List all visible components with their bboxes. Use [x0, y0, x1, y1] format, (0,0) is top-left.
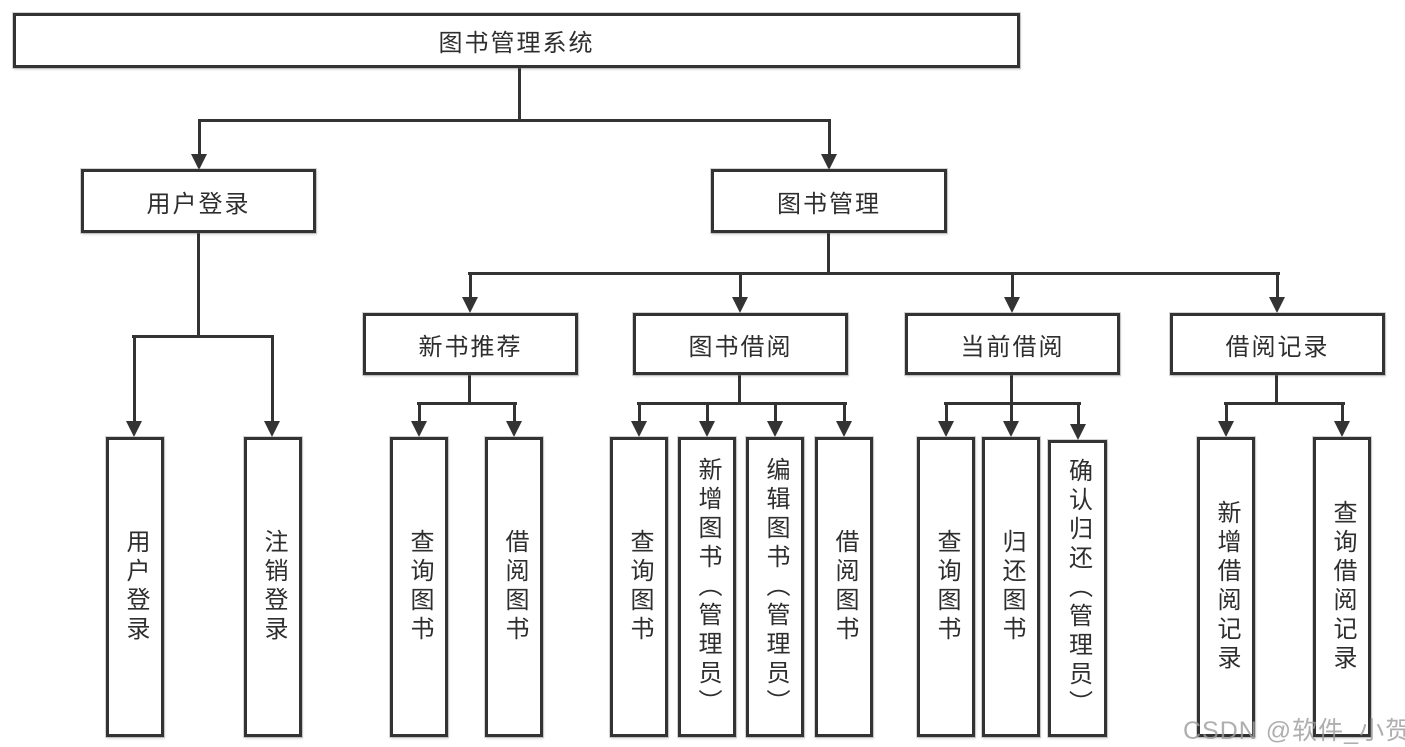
node-cb-return-books-label: 归还图书 [998, 529, 1025, 645]
node-nr-query-books-label: 查询图书 [406, 529, 433, 645]
node-cb-query-books-label: 查询图书 [933, 529, 960, 645]
arrow-down-icon [506, 402, 522, 437]
arrow-down-icon [1003, 402, 1019, 437]
node-br-query-record: 查询借阅记录 [1313, 437, 1371, 737]
node-root: 图书管理系统 [13, 13, 1020, 68]
node-ul-user-login: 用户登录 [106, 437, 164, 737]
connector-line [197, 231, 200, 338]
node-book-management-label: 图书管理 [777, 190, 881, 218]
node-book-borrowing: 图书借阅 [633, 313, 848, 375]
node-cb-confirm-return: 确认归还（管理员） [1048, 440, 1107, 737]
arrow-down-icon [264, 335, 280, 437]
arrow-down-icon [732, 272, 748, 313]
arrow-down-icon [821, 119, 837, 170]
node-bb-query-books-label: 查询图书 [626, 529, 653, 645]
node-nr-borrow-books: 借阅图书 [485, 437, 543, 737]
node-book-management: 图书管理 [711, 169, 947, 233]
arrow-down-icon [126, 335, 142, 437]
node-bb-borrow-books-label: 借阅图书 [831, 529, 858, 645]
node-bb-edit-books: 编辑图书（管理员） [746, 437, 804, 737]
connector-line [518, 66, 521, 122]
connector-line [1275, 374, 1278, 405]
node-ul-logout: 注销登录 [244, 437, 302, 737]
arrow-down-icon [1334, 402, 1350, 437]
node-user-login: 用户登录 [81, 169, 316, 233]
node-br-add-record: 新增借阅记录 [1197, 437, 1255, 737]
node-ul-user-login-label: 用户登录 [122, 529, 149, 645]
node-bb-edit-books-label: 编辑图书（管理员） [762, 456, 789, 718]
connector-bus [417, 402, 517, 405]
arrow-down-icon [938, 402, 954, 437]
connector-bus [1224, 402, 1345, 405]
node-root-label: 图书管理系统 [438, 30, 595, 57]
arrow-down-icon [1004, 272, 1020, 313]
node-current-borrowing: 当前借阅 [905, 313, 1120, 375]
node-borrowing-records-label: 借阅记录 [1225, 333, 1330, 361]
connector-bus [468, 272, 1280, 275]
arrow-down-icon [767, 402, 783, 437]
node-new-book-recommend-label: 新书推荐 [418, 333, 523, 361]
arrow-down-icon [1070, 402, 1086, 440]
node-cb-return-books: 归还图书 [982, 437, 1040, 737]
node-br-query-record-label: 查询借阅记录 [1329, 500, 1356, 674]
arrow-down-icon [1218, 402, 1234, 437]
connector-line [468, 374, 471, 405]
node-user-login-label: 用户登录 [146, 190, 251, 218]
arrow-down-icon [836, 402, 852, 437]
node-ul-logout-label: 注销登录 [260, 529, 287, 645]
connector-bus [944, 402, 1081, 405]
node-new-book-recommend: 新书推荐 [363, 313, 578, 375]
arrow-down-icon [1269, 272, 1285, 313]
connector-bus [637, 402, 847, 405]
connector-line [1010, 374, 1013, 405]
node-bb-add-books-label: 新增图书（管理员） [694, 456, 721, 718]
watermark: CSDN @软件_小贺同学 [1183, 717, 1405, 745]
arrow-down-icon [631, 402, 647, 437]
node-book-borrowing-label: 图书借阅 [688, 333, 793, 361]
node-cb-confirm-return-label: 确认归还（管理员） [1064, 458, 1092, 719]
node-nr-query-books: 查询图书 [390, 437, 448, 737]
arrow-down-icon [462, 272, 478, 313]
node-bb-borrow-books: 借阅图书 [815, 437, 873, 737]
node-bb-add-books: 新增图书（管理员） [678, 437, 736, 737]
arrow-down-icon [191, 119, 207, 170]
node-nr-borrow-books-label: 借阅图书 [501, 529, 528, 645]
connector-line [827, 231, 830, 275]
connector-bus [132, 335, 274, 338]
node-bb-query-books: 查询图书 [610, 437, 668, 737]
node-borrowing-records: 借阅记录 [1170, 313, 1385, 375]
node-br-add-record-label: 新增借阅记录 [1213, 500, 1240, 674]
node-cb-query-books: 查询图书 [917, 437, 975, 737]
arrow-down-icon [699, 402, 715, 437]
connector-bus [198, 119, 831, 122]
node-current-borrowing-label: 当前借阅 [960, 333, 1065, 361]
arrow-down-icon [411, 402, 427, 437]
connector-line [738, 374, 741, 405]
